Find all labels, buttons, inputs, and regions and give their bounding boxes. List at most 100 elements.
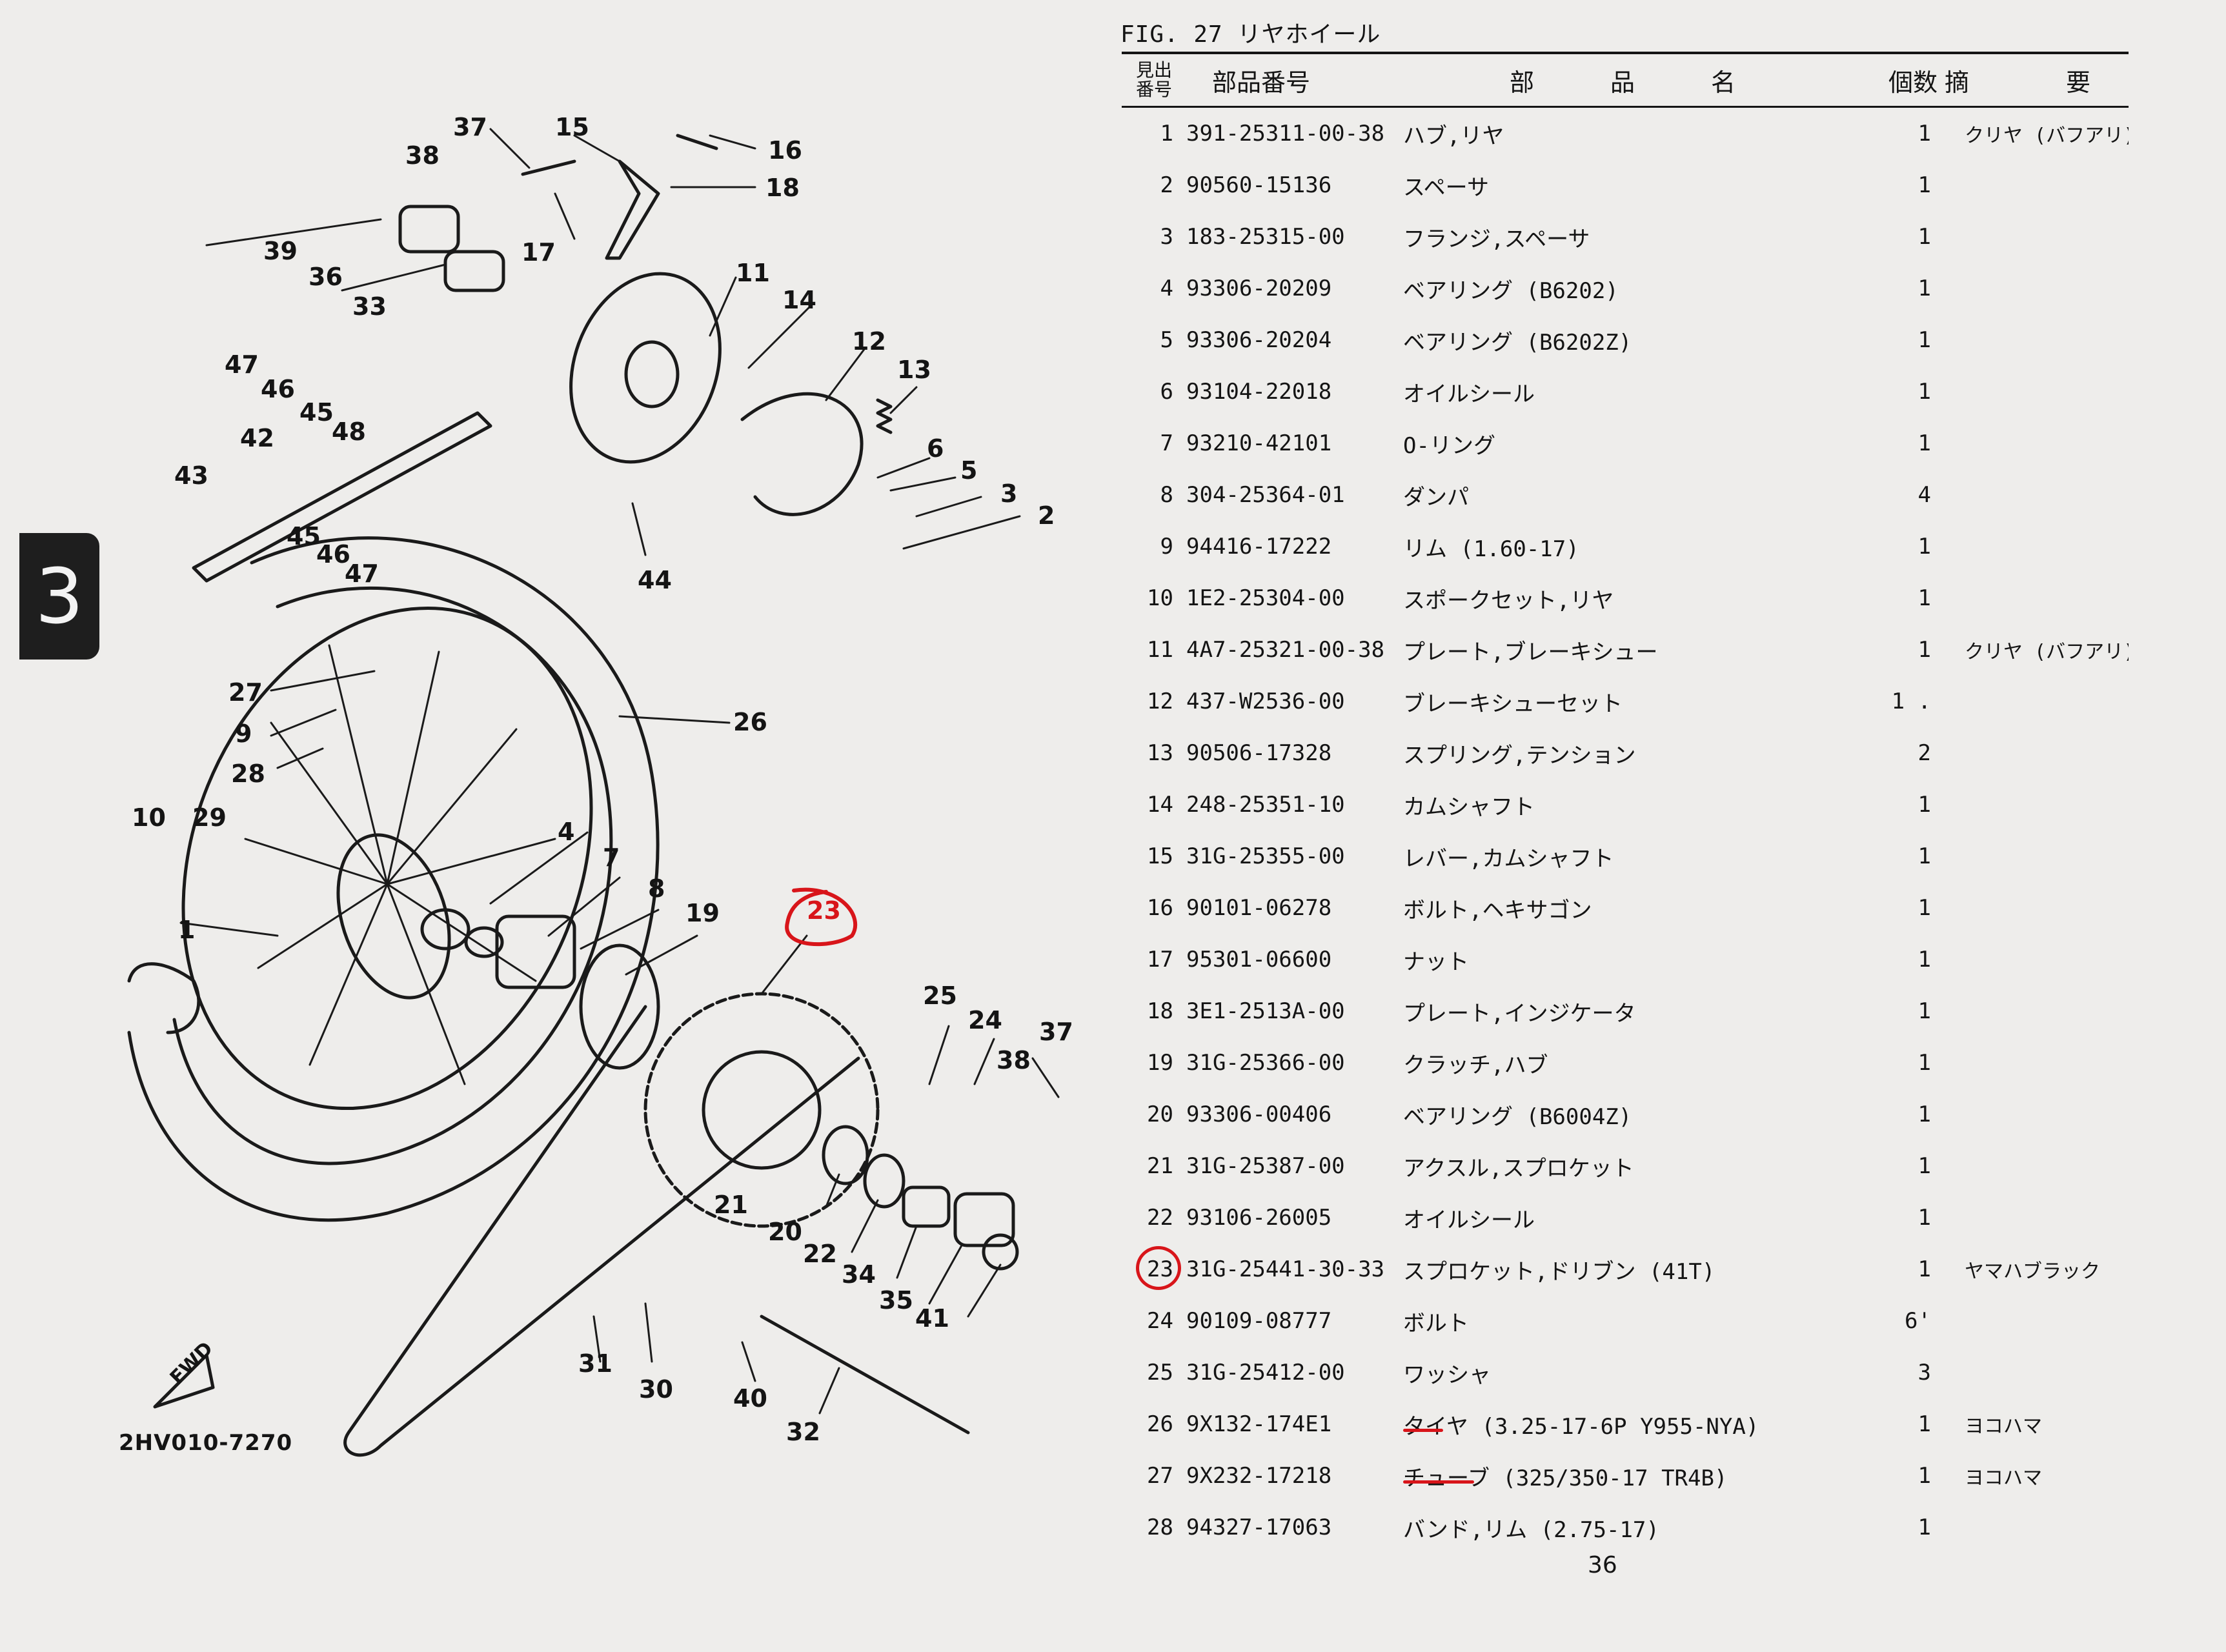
row-remark-text: ヨコハマ bbox=[1965, 1467, 2042, 1489]
row-qty: 4 bbox=[1868, 469, 1943, 521]
row-part-no-text: 437-W2536-00 bbox=[1186, 689, 1345, 714]
row-remark bbox=[1943, 1192, 2129, 1244]
row-qty-text: 1 bbox=[1917, 430, 1931, 456]
row-part-name: プレート,インジケータ bbox=[1403, 985, 1868, 1037]
row-remark-text: ヤマハブラック bbox=[1965, 1260, 2100, 1283]
row-part-no-text: 248-25351-10 bbox=[1186, 792, 1345, 818]
row-remark bbox=[1943, 934, 2129, 985]
row-ref-no: 26 bbox=[1122, 1398, 1186, 1450]
row-remark bbox=[1943, 211, 2129, 263]
row-qty-text: 1 bbox=[1917, 1463, 1931, 1489]
row-part-no-text: 304-25364-01 bbox=[1186, 482, 1345, 508]
figure-title: FIG. 27 リヤホイール bbox=[1120, 21, 1381, 48]
row-qty-text: 1 bbox=[1917, 998, 1931, 1024]
row-ref-no-text: 3 bbox=[1160, 224, 1173, 250]
row-qty: 1 bbox=[1868, 1140, 1943, 1192]
hub-bearing bbox=[420, 908, 470, 951]
callout-45b: 45 bbox=[287, 522, 321, 550]
section-tab[interactable]: 3 bbox=[19, 533, 99, 660]
row-qty-text: 2 bbox=[1917, 740, 1931, 766]
row-qty: 6' bbox=[1868, 1295, 1943, 1347]
row-part-name: オイルシール bbox=[1403, 1192, 1868, 1244]
row-remark bbox=[1943, 1295, 2129, 1347]
damper bbox=[495, 914, 576, 989]
callout-7: 7 bbox=[603, 843, 620, 872]
row-ref-no-text: 14 bbox=[1147, 792, 1173, 818]
clutch-hub bbox=[579, 943, 660, 1070]
row-ref-no: 18 bbox=[1122, 985, 1186, 1037]
row-part-no: 90560-15136 bbox=[1186, 159, 1403, 211]
callout-32: 32 bbox=[786, 1418, 820, 1446]
row-remark bbox=[1943, 572, 2129, 624]
callout-19: 19 bbox=[685, 899, 720, 927]
row-qty: 1 bbox=[1868, 314, 1943, 366]
sprocket-center bbox=[702, 1050, 822, 1170]
row-qty-text: 1 bbox=[1917, 327, 1931, 353]
row-qty-text: 1 bbox=[1917, 1102, 1931, 1127]
row-part-no-text: 93106-26005 bbox=[1186, 1205, 1332, 1231]
row-part-no: 93306-00406 bbox=[1186, 1089, 1403, 1140]
callout-46: 46 bbox=[261, 375, 295, 403]
callout-23-highlighted[interactable]: 23 bbox=[807, 896, 841, 925]
row-qty: 1 bbox=[1868, 831, 1943, 882]
nut-41 bbox=[982, 1233, 1019, 1271]
row-part-name-text: バンド,リム (2.75-17) bbox=[1403, 1516, 1659, 1543]
row-qty-text: 1 bbox=[1917, 637, 1931, 663]
row-part-no-text: 90560-15136 bbox=[1186, 172, 1332, 198]
row-part-name: オイルシール bbox=[1403, 366, 1868, 418]
row-remark bbox=[1943, 521, 2129, 572]
row-remark bbox=[1943, 985, 2129, 1037]
row-part-name-text: アクスル,スプロケット bbox=[1403, 1155, 1634, 1182]
row-part-name-text: ハブ,リヤ bbox=[1403, 123, 1504, 149]
row-ref-no-text: 15 bbox=[1147, 843, 1173, 869]
row-ref-no-text: 9 bbox=[1160, 534, 1173, 559]
row-remark bbox=[1943, 882, 2129, 934]
tire-outline bbox=[127, 536, 660, 1222]
exploded-diagram: 37 15 16 38 18 39 17 36 33 11 14 12 47 1… bbox=[0, 0, 1097, 1652]
row-qty-text: 1 bbox=[1917, 1050, 1931, 1076]
row-part-name-text: スプロケット,ドリブン (41T) bbox=[1403, 1258, 1715, 1285]
row-ref-no-text: 13 bbox=[1147, 740, 1173, 766]
row-ref-no-text: 26 bbox=[1147, 1411, 1173, 1437]
row-part-name: ブレーキシューセット bbox=[1403, 676, 1868, 727]
row-part-no-text: 90109-08777 bbox=[1186, 1308, 1332, 1334]
row-part-name: レバー,カムシャフト bbox=[1403, 831, 1868, 882]
row-part-name-text: ダンパ bbox=[1403, 484, 1469, 510]
row-part-no: 90506-17328 bbox=[1186, 727, 1403, 779]
row-ref-no: 12 bbox=[1122, 676, 1186, 727]
row-ref-no: 8 bbox=[1122, 469, 1186, 521]
row-qty-text: 1 bbox=[1917, 1205, 1931, 1231]
callout-46b: 46 bbox=[316, 540, 350, 569]
row-remark bbox=[1943, 727, 2129, 779]
callout-48: 48 bbox=[332, 418, 366, 446]
row-part-no: 391-25311-00-38 bbox=[1186, 107, 1403, 160]
